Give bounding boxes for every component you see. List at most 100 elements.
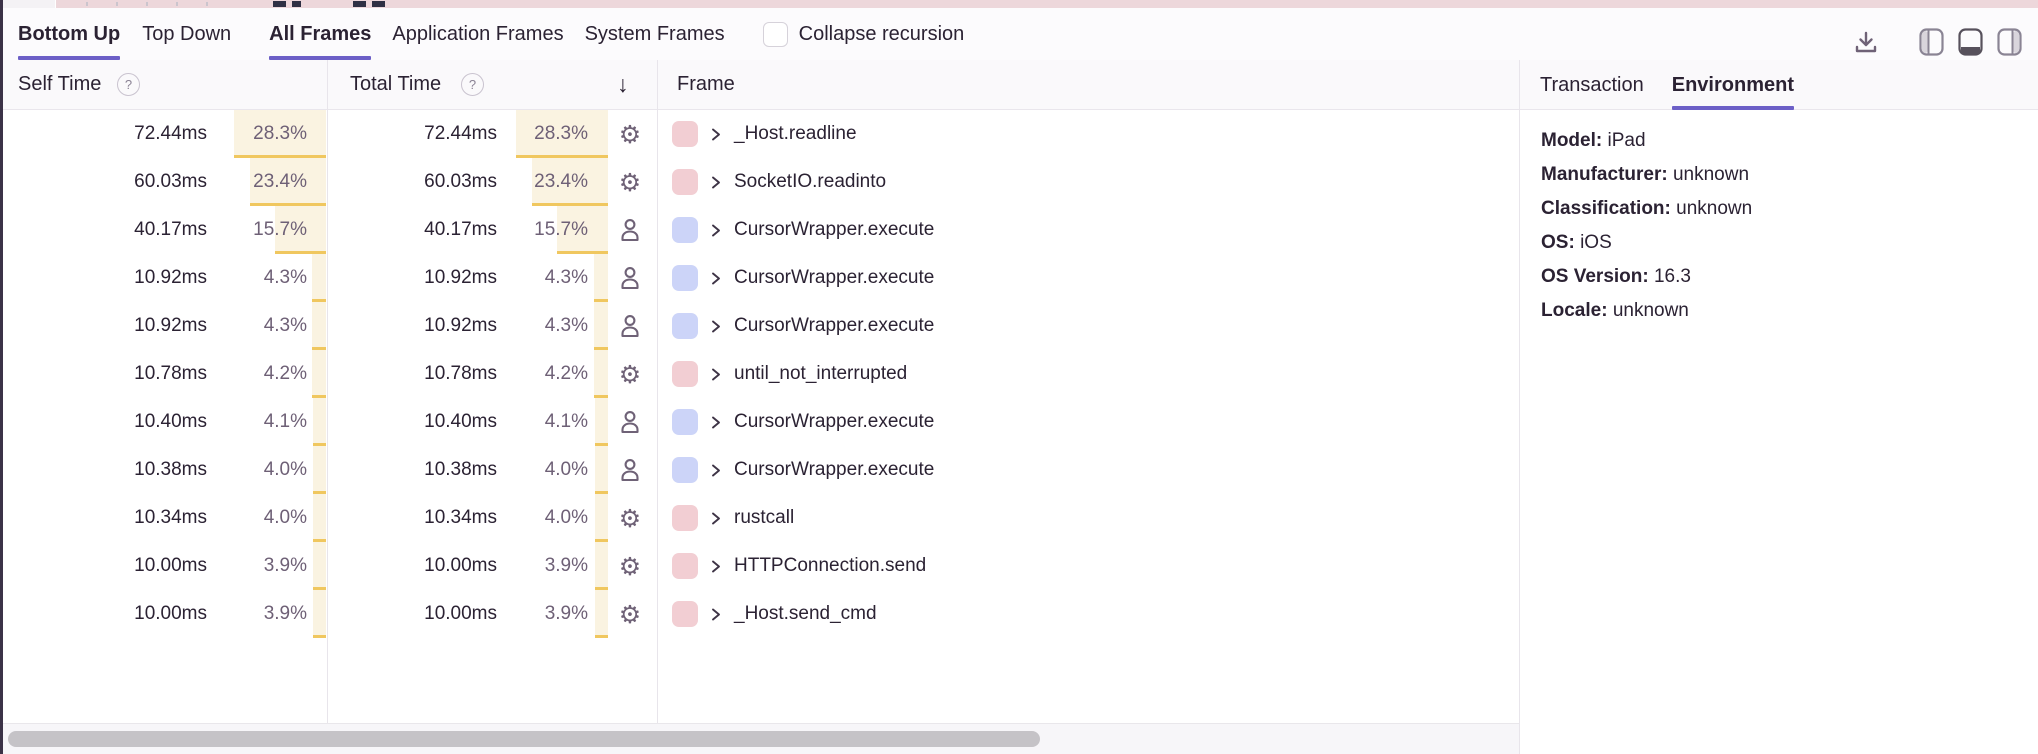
minimap-tick [116,2,118,6]
self-time-percent: 23.4% [253,171,307,192]
system-frame-gear-icon: ⚙ [618,167,642,197]
chevron-right-icon[interactable] [710,175,722,190]
tab-bottom-up[interactable]: Bottom Up [18,8,121,60]
minimap-tick [176,2,178,6]
panel-left-icon[interactable] [1919,28,1944,56]
application-frame-person-icon [615,254,645,302]
chevron-right-icon[interactable] [710,319,722,334]
total-time-percent: 4.3% [544,267,588,288]
total-time-value: 10.38ms [424,459,497,480]
total-time-cell: 40.17ms 15.7% [328,206,658,254]
table-row[interactable]: 60.03ms 23.4% 60.03ms 23.4% ⚙ SocketIO.r… [3,158,1519,206]
column-header-self-time[interactable]: Self Time [18,73,102,95]
total-time-percent: 4.1% [544,411,588,432]
table-row[interactable]: 72.44ms 28.3% 72.44ms 28.3% ⚙ _Host.read… [3,110,1519,158]
detail-value: iOS [1580,232,1612,253]
total-time-percent-bar [532,158,608,206]
tab-application-frames[interactable]: Application Frames [392,22,564,45]
table-header: Self Time ? Total Time ? ↓ Frame Transac… [0,60,2038,110]
total-time-value: 10.00ms [424,603,497,624]
table-row[interactable]: 10.00ms 3.9% 10.00ms 3.9% ⚙ HTTPConnecti… [3,542,1519,590]
table-row[interactable]: 10.78ms 4.2% 10.78ms 4.2% ⚙ until_not_in… [3,350,1519,398]
self-time-percent: 4.2% [263,363,307,384]
table-row[interactable]: 40.17ms 15.7% 40.17ms 15.7% [3,206,1519,254]
sort-descending-icon[interactable]: ↓ [617,71,629,97]
total-time-percent-bar [595,494,608,542]
detail-field: Manufacturer: unknown [1541,164,1750,185]
total-time-cell: 10.92ms 4.3% [328,302,658,350]
panel-bottom-icon[interactable] [1958,28,1983,56]
self-time-value: 10.92ms [134,315,207,336]
chevron-right-icon[interactable] [710,463,722,478]
column-header-frame[interactable]: Frame [677,73,735,95]
detail-value: iPad [1607,130,1646,151]
tab-all-frames[interactable]: All Frames [269,8,372,60]
frame-cell: CursorWrapper.execute [658,254,1519,302]
tab-transaction[interactable]: Transaction [1540,73,1644,96]
self-time-percent: 4.3% [263,267,307,288]
table-row[interactable]: 10.92ms 4.3% 10.92ms 4.3% [3,254,1519,302]
minimap-tick [206,2,208,6]
detail-field: OS Version: 16.3 [1541,266,1691,287]
table-row[interactable]: 10.00ms 3.9% 10.00ms 3.9% ⚙ _Host.send_c… [3,590,1519,638]
frame-table-body: 72.44ms 28.3% 72.44ms 28.3% ⚙ _Host.read… [3,110,1519,638]
total-time-value: 10.92ms [424,267,497,288]
chevron-right-icon[interactable] [710,367,722,382]
total-time-cell: 10.34ms 4.0% ⚙ [328,494,658,542]
panel-right-icon[interactable] [1997,28,2022,56]
scrollbar-thumb[interactable] [8,731,1040,747]
flamegraph-minimap-strip[interactable] [0,0,2038,8]
total-time-cell: 10.38ms 4.0% [328,446,658,494]
details-panel-divider [1519,60,1520,754]
tab-top-down[interactable]: Top Down [142,22,232,45]
chevron-right-icon[interactable] [710,415,722,430]
collapse-recursion-control: Collapse recursion [762,21,964,47]
frame-color-chip [672,505,698,531]
collapse-recursion-checkbox[interactable] [762,21,788,47]
self-time-cell: 10.00ms 3.9% [3,590,328,638]
toolbar-right-icons [1851,16,2022,68]
chevron-right-icon[interactable] [710,607,722,622]
self-time-percent-bar [313,398,326,446]
chevron-right-icon[interactable] [710,511,722,526]
system-frame-gear-icon: ⚙ [618,503,642,533]
total-time-percent-bar [516,110,608,158]
frame-cell: CursorWrapper.execute [658,446,1519,494]
frame-color-chip [672,601,698,627]
self-time-help-icon[interactable]: ? [117,60,140,109]
total-time-percent-bar [594,350,608,398]
table-row[interactable]: 10.34ms 4.0% 10.34ms 4.0% ⚙ rustcall [3,494,1519,542]
self-time-percent: 4.1% [263,411,307,432]
chevron-right-icon[interactable] [710,559,722,574]
frame-cell: CursorWrapper.execute [658,398,1519,446]
self-time-percent-bar [312,254,326,302]
total-time-cell: 10.78ms 4.2% ⚙ [328,350,658,398]
system-frame-gear-icon: ⚙ [618,599,642,629]
frame-name: CursorWrapper.execute [734,267,935,288]
frame-cell: rustcall [658,494,1519,542]
table-row[interactable]: 10.40ms 4.1% 10.40ms 4.1% [3,398,1519,446]
tab-environment[interactable]: Environment [1671,60,1795,110]
frame-name: rustcall [734,507,795,528]
toolbar: Bottom Up Top Down All Frames Applicatio… [0,8,2038,60]
tab-system-frames[interactable]: System Frames [584,22,725,45]
column-header-total-time[interactable]: Total Time [350,73,442,95]
chevron-right-icon[interactable] [710,223,722,238]
minimap-frame-mark [372,1,385,7]
self-time-value: 10.00ms [134,603,207,624]
self-time-value: 60.03ms [134,171,207,192]
total-time-value: 10.78ms [424,363,497,384]
chevron-right-icon[interactable] [710,271,722,286]
total-time-percent-bar [594,254,608,302]
total-time-help-icon[interactable]: ? [461,60,484,109]
horizontal-scrollbar[interactable] [0,723,1520,754]
table-row[interactable]: 10.92ms 4.3% 10.92ms 4.3% [3,302,1519,350]
frame-color-chip [672,553,698,579]
table-row[interactable]: 10.38ms 4.0% 10.38ms 4.0% [3,446,1519,494]
application-frame-person-icon [615,302,645,350]
self-time-value: 72.44ms [134,123,207,144]
chevron-right-icon[interactable] [710,127,722,142]
detail-field: OS: iOS [1541,232,1612,253]
download-icon[interactable] [1851,27,1881,57]
frame-color-chip [672,121,698,147]
